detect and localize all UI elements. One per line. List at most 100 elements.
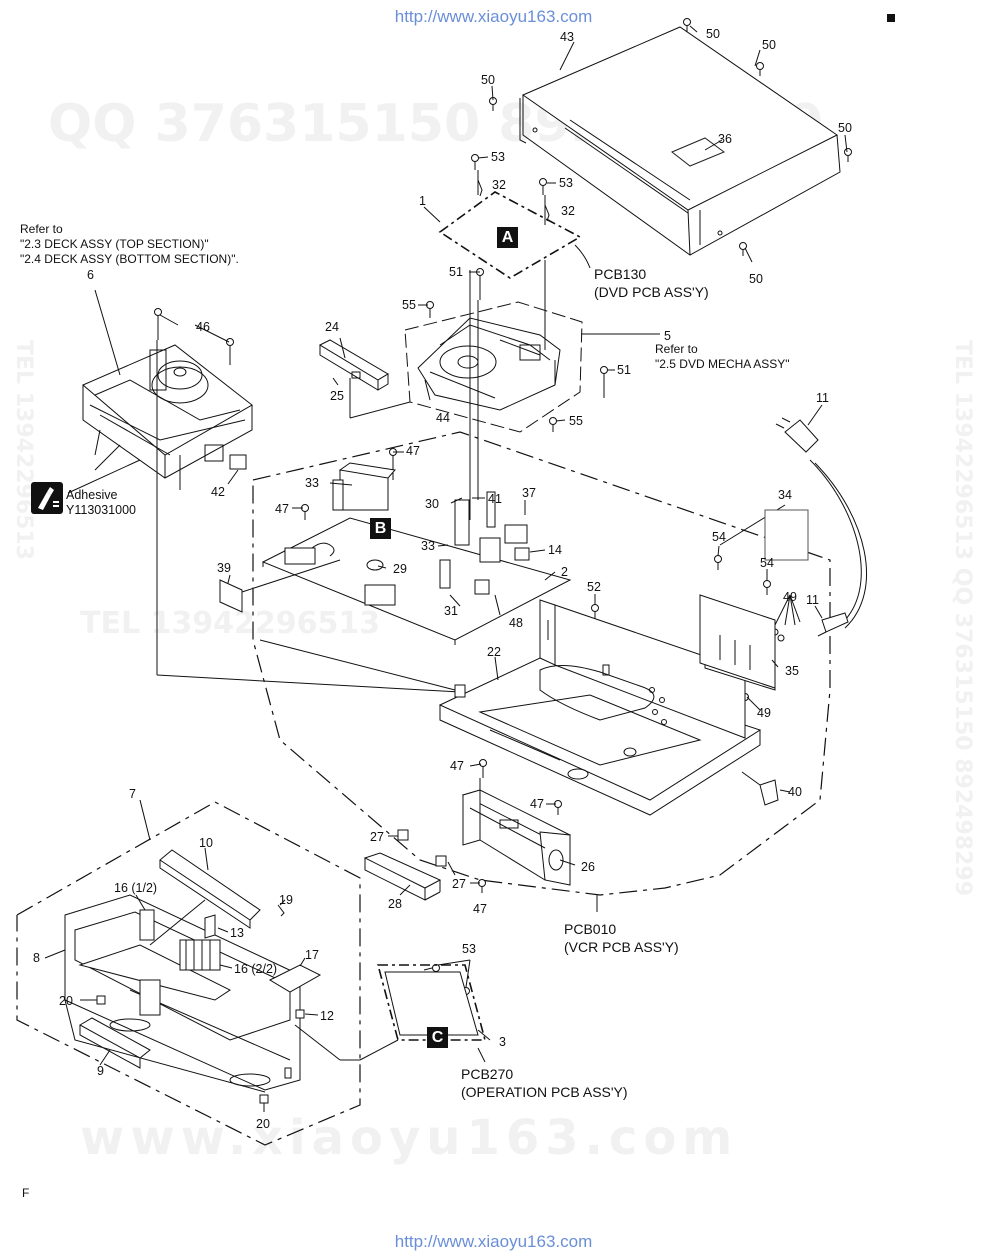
watermark-tel: TEL 13942296513	[80, 606, 381, 641]
part-callout: 22	[487, 645, 501, 659]
part-callout: 35	[785, 664, 799, 678]
pcb010-label: PCB010 (VCR PCB ASS'Y)	[564, 920, 679, 956]
part-callout: 54	[760, 556, 774, 570]
part-callout: 30	[425, 497, 439, 511]
refer-dvd-note: Refer to "2.5 DVD MECHA ASSY"	[655, 342, 790, 372]
pcb270-name: PCB270	[461, 1066, 514, 1082]
part-callout: 1	[419, 194, 426, 208]
part-callout: 31	[444, 604, 458, 618]
part-callout: 50	[762, 38, 776, 52]
part-callout: 8	[33, 951, 40, 965]
part-callout: 13	[230, 926, 244, 940]
part-callout: 26	[581, 860, 595, 874]
part-callout: 11	[816, 391, 829, 405]
refer-deck-line2: "2.3 DECK ASSY (TOP SECTION)"	[20, 237, 209, 251]
pcb270-label: PCB270 (OPERATION PCB ASS'Y)	[461, 1065, 628, 1101]
corner-marker	[887, 14, 895, 22]
pcb270-desc: (OPERATION PCB ASS'Y)	[461, 1084, 628, 1100]
header-url[interactable]: http://www.xiaoyu163.com	[394, 7, 593, 26]
part-callout: 7	[129, 787, 136, 801]
footer-url[interactable]: http://www.xiaoyu163.com	[394, 1232, 593, 1251]
part-callout: 55	[569, 414, 583, 428]
part-callout: 34	[778, 488, 792, 502]
dvd-pcb-outline	[438, 191, 582, 279]
part-callout: 50	[481, 73, 495, 87]
part-callout: 37	[522, 486, 536, 500]
adhesive-label: Adhesive	[66, 488, 118, 502]
part-callout: 20	[256, 1117, 270, 1131]
refer-dvd-line2: "2.5 DVD MECHA ASSY"	[655, 357, 790, 371]
front-panel-outline	[16, 801, 361, 1146]
part-callout: 53	[462, 942, 476, 956]
adhesive-note: Adhesive Y113031000	[66, 488, 136, 518]
pcb130-label: PCB130 (DVD PCB ASS'Y)	[594, 265, 709, 301]
part-callout: 46	[196, 320, 210, 334]
refer-deck-line3: "2.4 DECK ASSY (BOTTOM SECTION)".	[20, 252, 239, 266]
part-callout: 51	[449, 265, 463, 279]
part-callout: 53	[491, 150, 505, 164]
part-callout: 32	[492, 178, 506, 192]
part-callout: 25	[330, 389, 344, 403]
part-callout: 47	[450, 759, 464, 773]
part-callout: 3	[499, 1035, 506, 1049]
deck-assy	[82, 344, 253, 490]
part-callout: 48	[509, 616, 523, 630]
refer-dvd-line1: Refer to	[655, 342, 698, 356]
pcb130-name: PCB130	[594, 266, 647, 282]
part-callout: 5	[664, 329, 671, 343]
front-bracket	[461, 789, 572, 886]
part-callout: 52	[587, 580, 601, 594]
part-callout: 33	[421, 539, 435, 553]
part-callout: 28	[388, 897, 402, 911]
part-callout: 12	[320, 1009, 334, 1023]
part-callout: 16 (2/2)	[234, 962, 278, 976]
board-marker-c: C	[427, 1027, 448, 1048]
part-callout: 47	[530, 797, 544, 811]
part-callout: 54	[712, 530, 726, 544]
vcr-pcb	[261, 462, 572, 645]
part-callout: 19	[279, 893, 293, 907]
part-callout: 10	[199, 836, 213, 850]
part-callout: 29	[393, 562, 407, 576]
part-callout: 40	[788, 785, 802, 799]
part-callout: 20	[59, 994, 73, 1008]
pcb130-desc: (DVD PCB ASS'Y)	[594, 284, 709, 300]
part-callout: 16 (1/2)	[114, 881, 158, 895]
top-cover	[519, 26, 841, 256]
part-callout: 42	[211, 485, 225, 499]
part-callout: 50	[749, 272, 763, 286]
part-callout: 55	[402, 298, 416, 312]
part-callout: 47	[473, 902, 487, 916]
board-marker-b: B	[370, 518, 391, 539]
part-callout: 44	[436, 411, 450, 425]
part-callout: 41	[488, 492, 502, 506]
part-callout: 9	[97, 1064, 104, 1078]
refer-deck-line1: Refer to	[20, 222, 63, 236]
footer-letter: F	[22, 1186, 30, 1200]
part-callout: 53	[559, 176, 573, 190]
main-chassis	[438, 594, 776, 816]
refer-deck-note: Refer to "2.3 DECK ASSY (TOP SECTION)" "…	[20, 222, 239, 267]
power-cord	[775, 417, 867, 637]
part-callout: 27	[370, 830, 384, 844]
watermark-bottom: www.xiaoyu163.com	[80, 1110, 739, 1166]
part-callout: 33	[305, 476, 319, 490]
part-callout: 32	[561, 204, 575, 218]
adhesive-bottle-icon	[31, 482, 63, 514]
part-callout: 47	[406, 444, 420, 458]
part-callout: 17	[305, 948, 319, 962]
pcb010-desc: (VCR PCB ASS'Y)	[564, 939, 679, 955]
part-callout: 43	[560, 30, 574, 44]
part-callout: 50	[838, 121, 852, 135]
part-callout: 36	[718, 132, 732, 146]
part-callout: 49	[757, 706, 771, 720]
part-callout: 24	[325, 320, 339, 334]
operation-pcb-outline	[376, 964, 487, 1041]
part-callout: 47	[275, 502, 289, 516]
part-callout: 11	[806, 593, 819, 607]
dvd-mecha	[417, 317, 561, 411]
part-callout: 27	[452, 877, 466, 891]
pcb010-name: PCB010	[564, 921, 617, 937]
board-marker-a: A	[497, 227, 518, 248]
